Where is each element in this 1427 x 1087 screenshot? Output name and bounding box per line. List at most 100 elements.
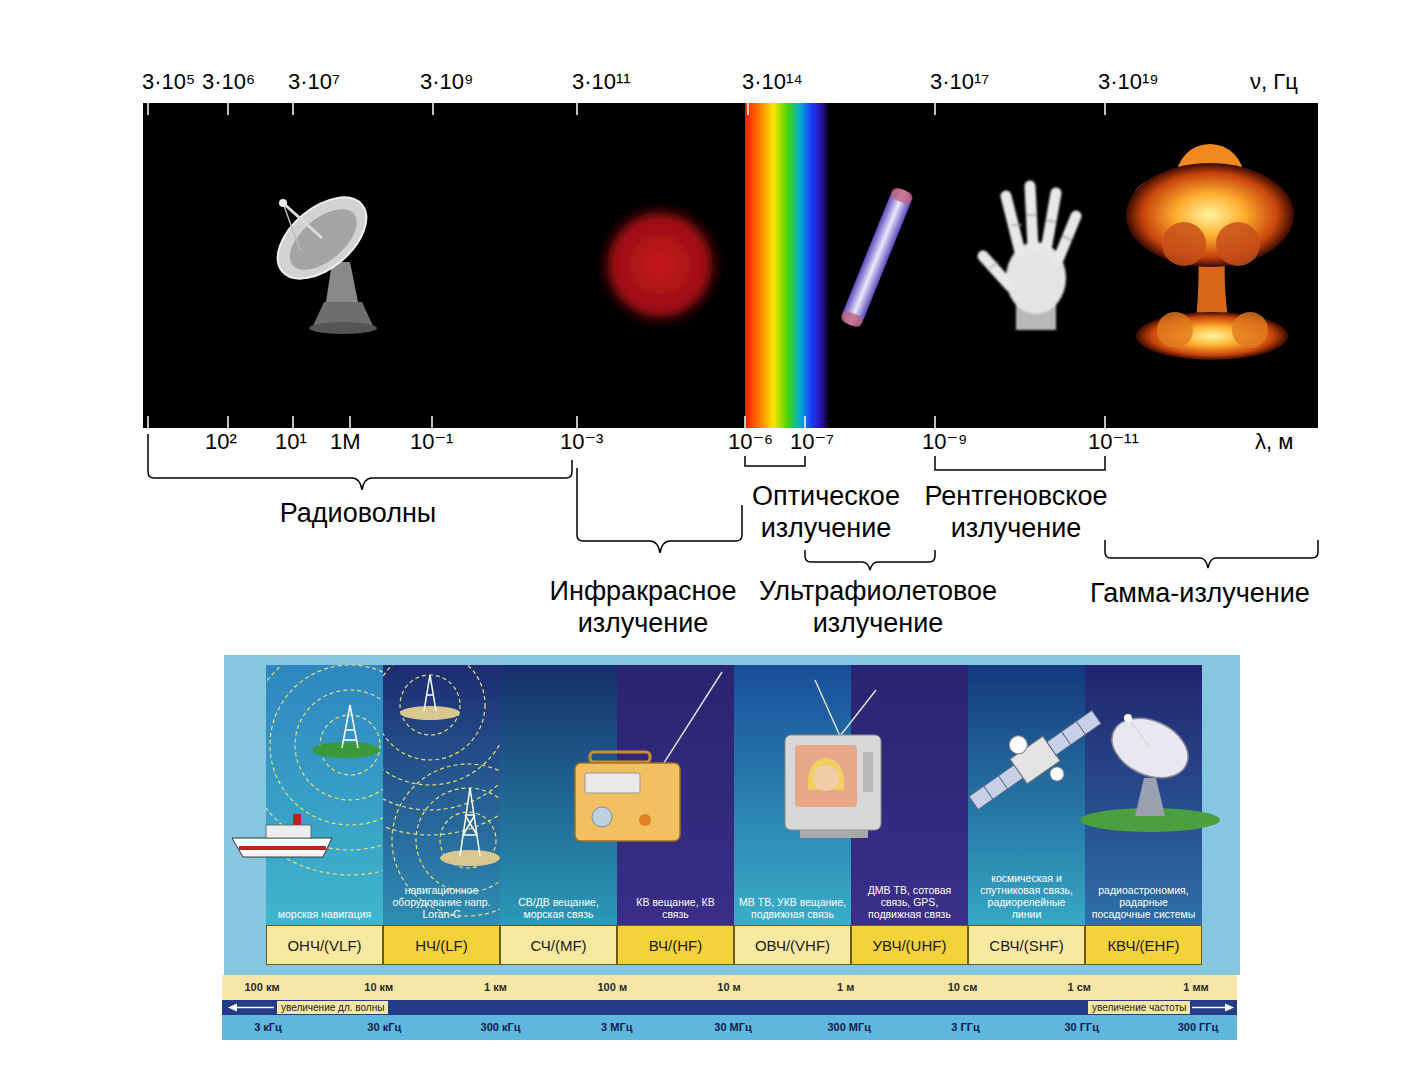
- scale-value: 1 см: [1021, 975, 1138, 1000]
- wavelength-label: 10⁻¹¹: [1088, 430, 1139, 454]
- band-name: ОНЧ/(VLF): [287, 937, 361, 954]
- label-anchor: 10¹: [275, 430, 307, 454]
- scale-row: 100 км10 км1 км100 м10 м1 м10 см1 см1 мм: [204, 975, 1255, 1000]
- label-anchor: Инфракрасное излучение: [538, 575, 748, 639]
- frequency-label: 3·10⁷: [288, 70, 340, 94]
- band-name: ОВЧ/(VHF): [755, 937, 830, 954]
- scale-value: 100 м: [554, 975, 671, 1000]
- band-column: ДМВ ТВ, сотовая связь, GPS, подвижная св…: [851, 665, 968, 965]
- axis-label: λ, м: [1255, 430, 1293, 454]
- scale-value: 10 см: [904, 975, 1021, 1000]
- frequency-label: 3·10⁵: [142, 70, 195, 94]
- wavelength-label: 10⁻⁷: [790, 430, 834, 454]
- scale-value: 100 км: [204, 975, 321, 1000]
- label-anchor: увеличение дл. волны: [277, 1001, 388, 1014]
- band-description: космическая и спутниковая связь, радиоре…: [968, 872, 1085, 920]
- label-anchor: 3·10⁵: [142, 70, 195, 94]
- band-description: КВ вещание, КВ связь: [617, 896, 734, 920]
- band-name: СВЧ/(SHF): [989, 937, 1063, 954]
- scale-value: 300 кГц: [442, 1015, 558, 1040]
- label-anchor: Оптическое излучение: [726, 480, 926, 544]
- label-anchor: 3·10⁶: [202, 70, 255, 94]
- band-description: навигационное оборудование напр. Loran-C: [383, 884, 500, 920]
- band-name: ВЧ/(HF): [649, 937, 702, 954]
- band-label: Ультрафиолетовое излучение: [743, 575, 1013, 639]
- wavelength-label: 10⁻⁹: [922, 430, 968, 454]
- label-anchor: 10⁻⁶: [728, 430, 773, 454]
- scale-value: 30 МГц: [675, 1015, 791, 1040]
- band-name: СЧ/(MF): [530, 937, 586, 954]
- wavelength-label: 10¹: [275, 430, 307, 454]
- band-column: навигационное оборудование напр. Loran-C…: [383, 665, 500, 965]
- label-anchor: ν, Гц: [1250, 70, 1298, 94]
- label-anchor: 10⁻⁷: [790, 430, 834, 454]
- band-name: УВЧ/(UHF): [873, 937, 947, 954]
- label-anchor: Радиоволны: [238, 497, 478, 529]
- scale-value: 1 км: [437, 975, 554, 1000]
- label-anchor: λ, м: [1255, 430, 1293, 454]
- label-anchor: 3·10¹⁷: [930, 70, 989, 94]
- scale-value: 30 кГц: [326, 1015, 442, 1040]
- wavelength-label: 10⁻³: [560, 430, 603, 454]
- band-name: НЧ/(LF): [415, 937, 468, 954]
- label-anchor: 10²: [205, 430, 237, 454]
- band-column: радиоастрономия, радарные посадочные сис…: [1085, 665, 1202, 965]
- band-label: Оптическое излучение: [726, 480, 926, 544]
- band-name: КВЧ/(EHF): [1107, 937, 1179, 954]
- scale-value: 3 кГц: [210, 1015, 326, 1040]
- scale-row: 3 кГц30 кГц300 кГц3 МГц30 МГц300 МГц3 ГГ…: [210, 1015, 1256, 1040]
- band-column: морская навигацияОНЧ/(VLF): [266, 665, 383, 965]
- label-anchor: 10⁻¹: [410, 430, 453, 454]
- label-anchor: Ультрафиолетовое излучение: [743, 575, 1013, 639]
- band-column: СВ/ДВ вещание, морская связьСЧ/(MF): [500, 665, 617, 965]
- label-anchor: 10⁻⁹: [922, 430, 968, 454]
- scale-value: 1 мм: [1138, 975, 1255, 1000]
- scale-strip: 100 км10 км1 км100 м10 м1 м10 см1 см1 мм: [222, 975, 1237, 1000]
- band-description: ДМВ ТВ, сотовая связь, GPS, подвижная св…: [851, 884, 968, 920]
- band-name-box: ОВЧ/(VHF): [734, 925, 851, 965]
- scale-value: 3 МГц: [559, 1015, 675, 1040]
- label-anchor: увеличение частоты: [1088, 1001, 1190, 1014]
- scale-value: 1 м: [787, 975, 904, 1000]
- label-anchor: 3·10¹⁹: [1098, 70, 1159, 94]
- label-anchor: 1М: [330, 430, 361, 454]
- wavelength-label: 10²: [205, 430, 237, 454]
- scale-value: 300 ГГц: [1140, 1015, 1256, 1040]
- band-name-box: УВЧ/(UHF): [851, 925, 968, 965]
- band-label: Гамма-излучение: [1065, 577, 1335, 609]
- wavelength-label: 10⁻¹: [410, 430, 453, 454]
- frequency-label: 3·10¹⁴: [742, 70, 803, 94]
- band-name-box: СВЧ/(SHF): [968, 925, 1085, 965]
- frequency-label: 3·10¹¹: [572, 70, 631, 94]
- frequency-label: 3·10⁹: [420, 70, 473, 94]
- band-column: космическая и спутниковая связь, радиоре…: [968, 665, 1085, 965]
- band-column: КВ вещание, КВ связьВЧ/(HF): [617, 665, 734, 965]
- band-description: радиоастрономия, радарные посадочные сис…: [1085, 884, 1202, 920]
- scale-value: 10 км: [320, 975, 437, 1000]
- frequency-label: 3·10⁶: [202, 70, 255, 94]
- band-description: СВ/ДВ вещание, морская связь: [500, 896, 617, 920]
- frequency-label: 3·10¹⁷: [930, 70, 989, 94]
- label-anchor: 3·10¹⁴: [742, 70, 803, 94]
- axis-label: ν, Гц: [1250, 70, 1298, 94]
- scale-value: 10 м: [671, 975, 788, 1000]
- band-name-box: НЧ/(LF): [383, 925, 500, 965]
- band-label: Рентгеновское излучение: [901, 480, 1131, 544]
- band-name-box: ВЧ/(HF): [617, 925, 734, 965]
- band-label: Радиоволны: [238, 497, 478, 529]
- label-anchor: Гамма-излучение: [1065, 577, 1335, 609]
- band-description: морская навигация: [266, 908, 383, 920]
- band-column: МВ ТВ, УКВ вещание, подвижная связьОВЧ/(…: [734, 665, 851, 965]
- label-anchor: 3·10⁷: [288, 70, 340, 94]
- scale-value: 30 ГГц: [1024, 1015, 1140, 1040]
- scale-strip: 3 кГц30 кГц300 кГц3 МГц30 МГц300 МГц3 ГГ…: [222, 1015, 1237, 1040]
- wavelength-label: 10⁻⁶: [728, 430, 773, 454]
- label-anchor: Рентгеновское излучение: [901, 480, 1131, 544]
- band-label: Инфракрасное излучение: [538, 575, 748, 639]
- scale-value: 3 ГГц: [907, 1015, 1023, 1040]
- arrow-label: увеличение дл. волны: [277, 1001, 388, 1014]
- band-description: МВ ТВ, УКВ вещание, подвижная связь: [734, 896, 851, 920]
- band-name-box: КВЧ/(EHF): [1085, 925, 1202, 965]
